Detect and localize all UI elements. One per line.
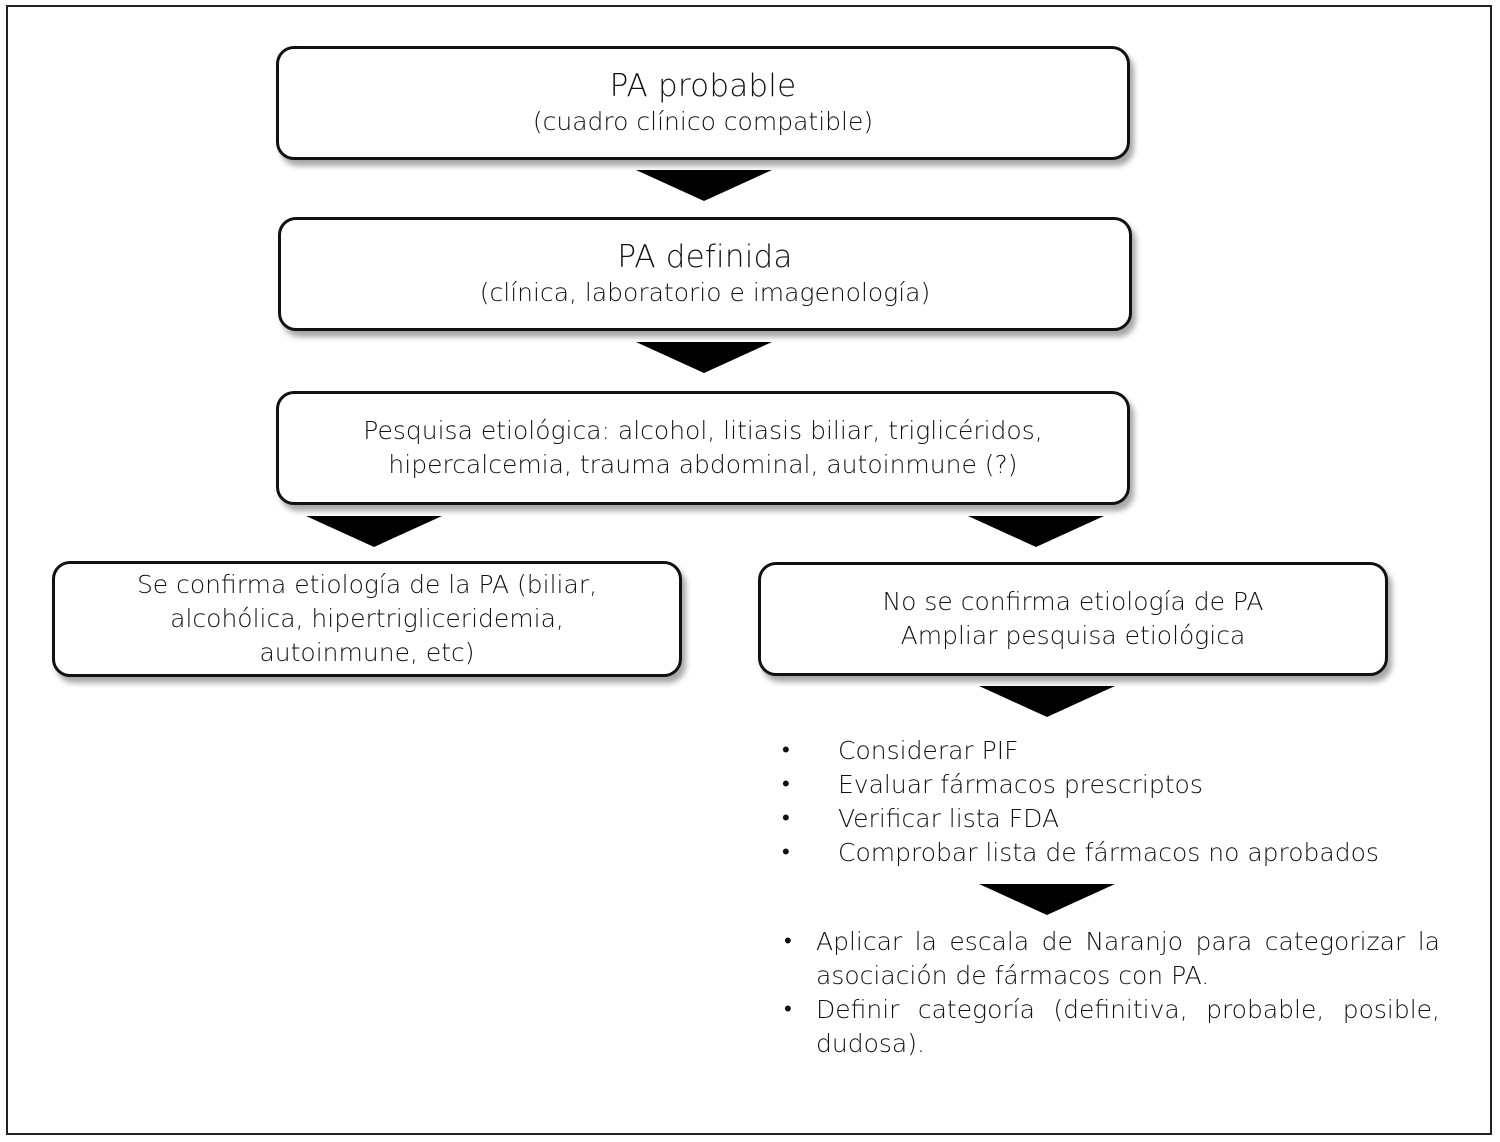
list-item-text: Evaluar fármacos prescriptos [838,770,1203,799]
bullet-icon: • [784,997,792,1022]
bullet-icon: • [784,929,792,954]
list-item-text: Aplicar la escala de Naranjo para catego… [816,927,1440,990]
bullet-icon: • [782,840,790,865]
node-no-se-confirma-etiologia: No se confirma etiología de PA Ampliar p… [758,562,1388,676]
list-item: • Comprobar lista de fármacos no aprobad… [782,836,1482,870]
node-pesquisa-etiologica: Pesquisa etiológica: alcohol, litiasis b… [276,391,1130,505]
bullet-icon: • [782,738,790,763]
node-text-line: Se confirma etiología de la PA (biliar, [136,570,598,599]
arrow-down-icon [636,342,772,373]
bullet-icon: • [782,806,790,831]
node-subtitle: (cuadro clínico compatible) [532,107,874,136]
list-item: • Evaluar fármacos prescriptos [782,768,1482,802]
final-list: • Aplicar la escala de Naranjo para cate… [782,925,1440,1061]
node-title: PA probable [609,68,797,104]
bullet-icon: • [782,772,790,797]
list-item-text: Definir categoría (definitiva, probable,… [816,995,1440,1058]
node-subtitle: (clínica, laboratorio e imagenología) [479,278,931,307]
arrow-down-right-branch-icon [968,516,1104,547]
arrow-down-icon [979,884,1115,915]
node-text-line: No se confirma etiología de PA [882,587,1264,616]
list-item: • Considerar PIF [782,734,1482,768]
node-title: PA definida [617,239,793,275]
list-item-text: Verificar lista FDA [838,804,1060,833]
arrow-down-left-branch-icon [306,516,442,547]
node-text-line: autoinmune, etc) [259,638,475,667]
node-pa-definida: PA definida (clínica, laboratorio e imag… [278,217,1132,331]
list-item: • Definir categoría (definitiva, probabl… [782,993,1440,1061]
node-text-line: Pesquisa etiológica: alcohol, litiasis b… [363,416,1043,445]
node-text-line: alcohólica, hipertrigliceridemia, [170,604,564,633]
diagram-frame [6,5,1492,1135]
list-item-text: Considerar PIF [838,736,1019,765]
node-text-line: hipercalcemia, trauma abdominal, autoinm… [388,450,1018,479]
list-item-text: Comprobar lista de fármacos no aprobados [838,838,1379,867]
arrow-down-icon [979,686,1115,717]
node-se-confirma-etiologia: Se confirma etiología de la PA (biliar, … [52,561,682,677]
list-item: • Verificar lista FDA [782,802,1482,836]
node-pa-probable: PA probable (cuadro clínico compatible) [276,46,1130,160]
list-item: • Aplicar la escala de Naranjo para cate… [782,925,1440,993]
steps-list: • Considerar PIF • Evaluar fármacos pres… [782,734,1482,870]
node-text-line: Ampliar pesquisa etiológica [900,621,1246,650]
arrow-down-icon [636,170,772,201]
